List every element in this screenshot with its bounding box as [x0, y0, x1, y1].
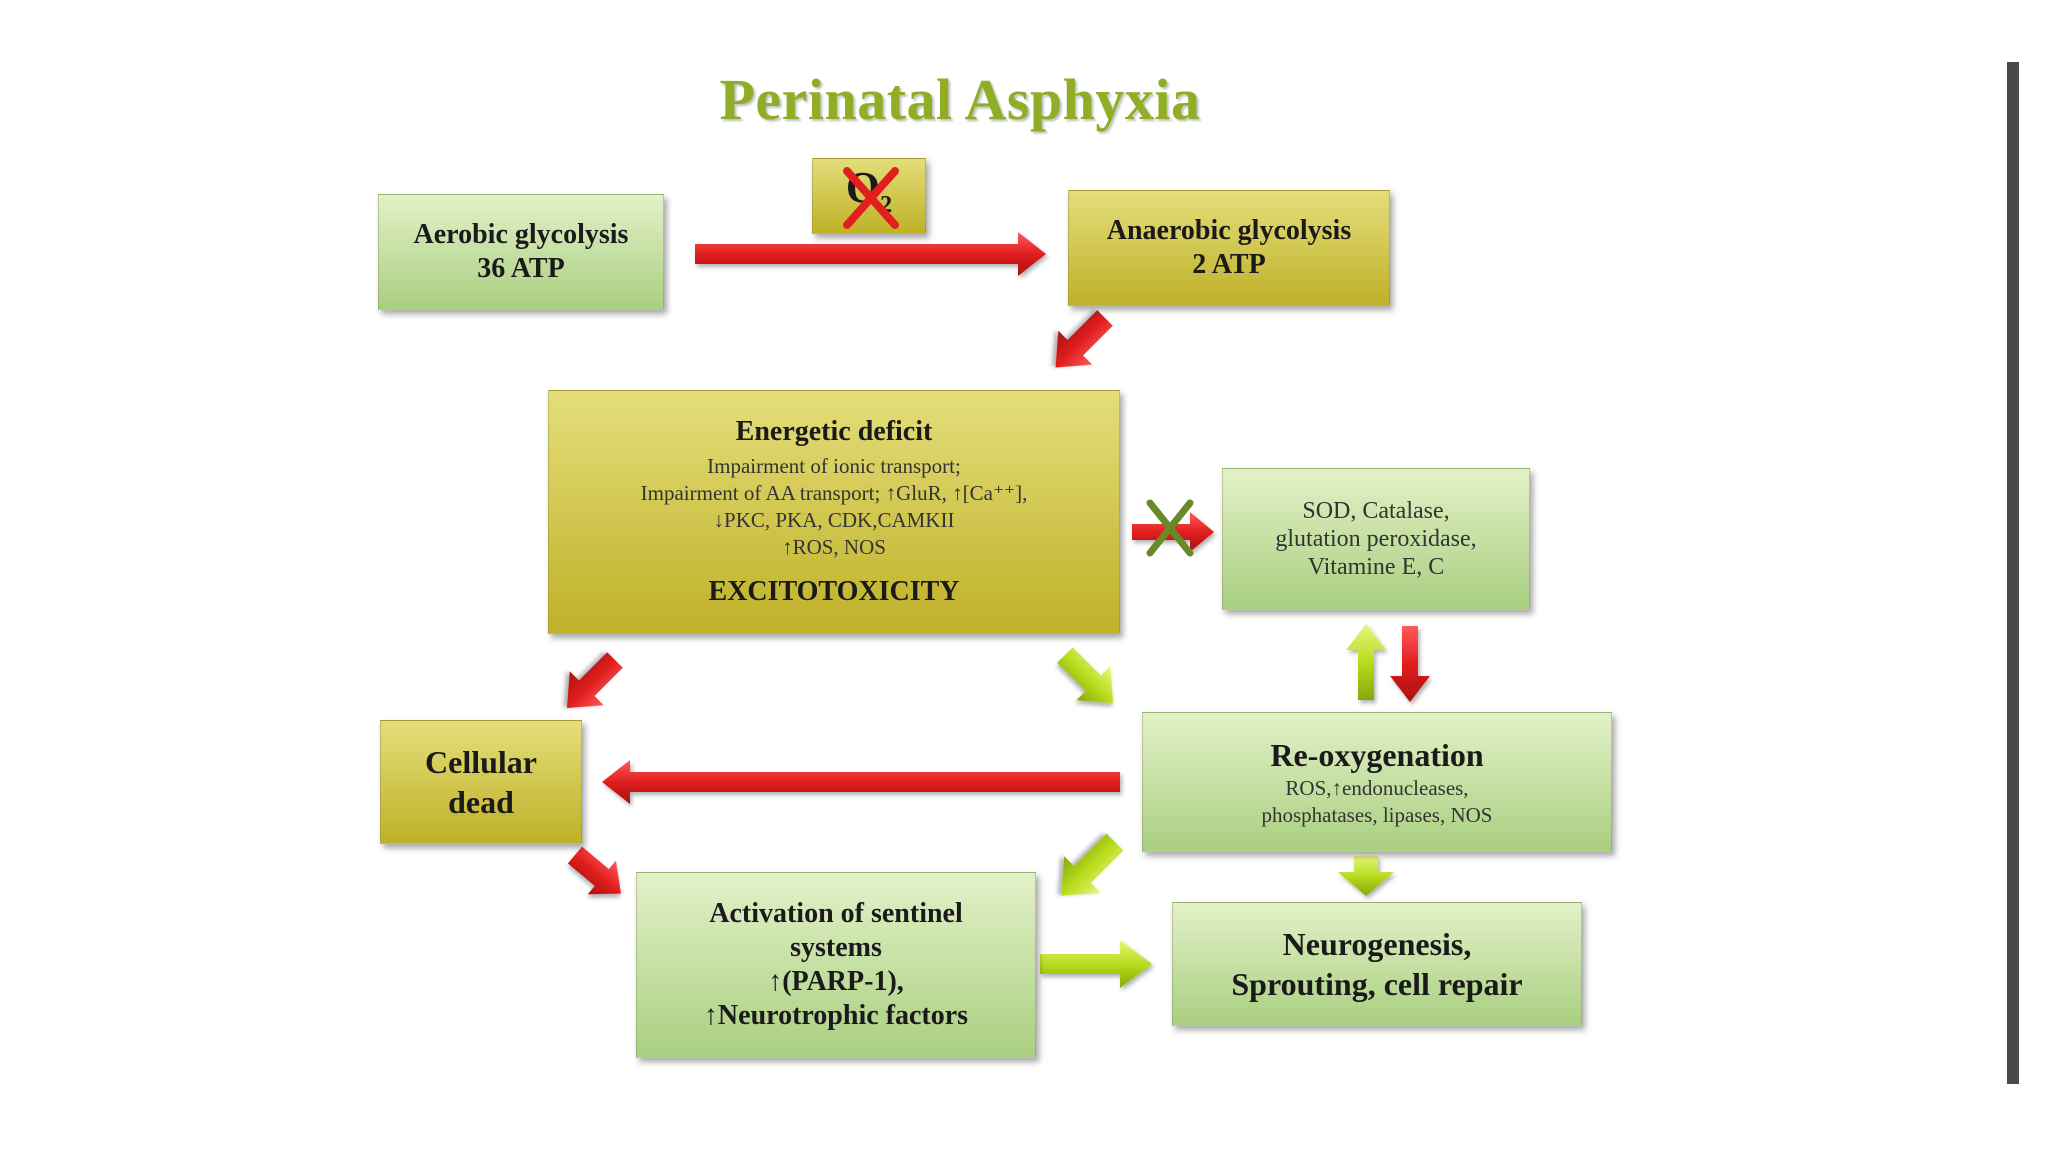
energetic-line2-c: [Ca⁺⁺], — [962, 481, 1028, 505]
cellular-line2: dead — [448, 784, 514, 820]
up-arrow-icon — [782, 535, 793, 559]
sentinel-line3: (PARP-1), — [768, 965, 904, 999]
energetic-line4-text: ROS, NOS — [792, 535, 886, 559]
arrow-anaerobic-to-deficit — [1055, 310, 1113, 368]
arrow-reoxygenation-to-sentinel — [1061, 833, 1124, 896]
diagram-title: Perinatal Asphyxia — [719, 67, 1201, 132]
antioxidants-line3: Vitamine E, C — [1307, 554, 1445, 580]
sentinel-line4: Neurotrophic factors — [704, 999, 968, 1033]
up-arrow-icon — [768, 966, 782, 997]
oxygen-cross-icon — [843, 167, 899, 229]
oxygen-box: O2 — [812, 158, 926, 234]
reoxygenation-line1: ROS,↑endonucleases, — [1285, 776, 1469, 800]
anaerobic-line2: 2 ATP — [1192, 249, 1266, 280]
neurogenesis-line1: Neurogenesis, — [1282, 926, 1472, 962]
energetic-heading: Energetic deficit — [735, 416, 933, 447]
energetic-deficit-box: Energetic deficit Impairment of ionic tr… — [548, 390, 1120, 634]
reoxygenation-heading: Re-oxygenation — [1270, 737, 1484, 773]
reoxygenation-box: Re-oxygenation ROS,↑endonucleases, phosp… — [1142, 712, 1612, 852]
energetic-line2: Impairment of AA transport; GluR, [Ca⁺⁺]… — [641, 480, 1028, 507]
energetic-line2-a: Impairment of AA transport; — [640, 481, 881, 505]
arrow-cellular-dead-to-sentinel — [567, 846, 621, 895]
sentinel-line3-text: (PARP-1), — [782, 966, 904, 997]
energetic-line1: Impairment of ionic transport; — [707, 454, 961, 478]
arrow-deficit-to-reoxygenation — [1057, 647, 1114, 704]
sentinel-line1: Activation of sentinel — [709, 898, 963, 929]
down-arrow-icon — [714, 508, 725, 532]
up-arrow-icon — [704, 1000, 718, 1031]
arrow-reoxygenation-to-cellular-dead — [602, 760, 1120, 804]
cellular-line1: Cellular — [425, 744, 537, 780]
sentinel-line2: systems — [790, 932, 882, 963]
anaerobic-line1: Anaerobic glycolysis — [1106, 215, 1352, 246]
energetic-line4: ROS, NOS — [782, 534, 886, 561]
scrollbar-edge — [2007, 62, 2019, 1084]
anaerobic-glycolysis-box: Anaerobic glycolysis 2 ATP — [1068, 190, 1390, 306]
arrow-deficit-to-cellular-dead — [566, 652, 623, 709]
sentinel-line4-text: Neurotrophic factors — [717, 1000, 969, 1031]
aerobic-line1: Aerobic glycolysis — [413, 219, 629, 250]
arrow-sentinel-to-neurogenesis — [1040, 940, 1152, 988]
blocked-x-icon — [1146, 499, 1194, 557]
antioxidants-line1: SOD, Catalase, — [1302, 498, 1450, 524]
energetic-line2-b: GluR, — [896, 481, 947, 505]
energetic-line3-text: PKC, PKA, CDK,CAMKII — [724, 508, 955, 532]
aerobic-line2: 36 ATP — [477, 253, 565, 284]
antioxidants-line2: glutation peroxidase, — [1275, 526, 1477, 552]
reoxygenation-line2: phosphatases, lipases, NOS — [1261, 803, 1493, 827]
neurogenesis-box: Neurogenesis, Sprouting, cell repair — [1172, 902, 1582, 1026]
energetic-line3: PKC, PKA, CDK,CAMKII — [714, 507, 955, 534]
up-arrow-icon — [886, 481, 897, 505]
aerobic-glycolysis-box: Aerobic glycolysis 36 ATP — [378, 194, 664, 310]
arrow-reoxygenation-up-to-antioxidants — [1346, 624, 1386, 700]
up-arrow-icon — [952, 481, 963, 505]
sentinel-systems-box: Activation of sentinel systems (PARP-1),… — [636, 872, 1036, 1058]
neurogenesis-line2: Sprouting, cell repair — [1231, 966, 1523, 1002]
arrow-antioxidants-down-to-reoxygenation — [1390, 626, 1430, 702]
cellular-dead-box: Cellular dead — [380, 720, 582, 844]
antioxidants-box: SOD, Catalase, glutation peroxidase, Vit… — [1222, 468, 1530, 610]
arrow-aerobic-to-anaerobic — [695, 232, 1046, 276]
energetic-footer: EXCITOTOXICITY — [708, 576, 960, 607]
arrow-reoxygenation-to-neurogenesis — [1338, 856, 1394, 896]
